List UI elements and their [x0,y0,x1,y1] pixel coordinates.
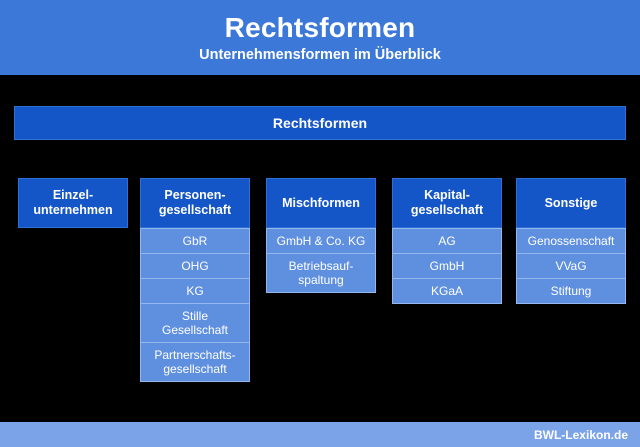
diagram-column-sonstige: Sonstige Genossenschaft VVaG Stiftung [516,178,626,304]
diagram-column-personengesellschaft: Personen- gesellschaft GbR OHG KG Stille… [140,178,250,382]
diagram-root-node: Rechtsformen [14,106,626,140]
category-header-einzelunternehmen: Einzel- unternehmen [18,178,128,228]
diagram-column-einzelunternehmen: Einzel- unternehmen [18,178,128,228]
category-header-label: Kapital- gesellschaft [411,188,483,218]
category-header-personengesellschaft: Personen- gesellschaft [140,178,250,228]
diagram-column-kapitalgesellschaft: Kapital- gesellschaft AG GmbH KGaA [392,178,502,304]
category-header-line-1: Einzel- [52,188,94,202]
list-item[interactable]: OHG [140,254,250,279]
list-item[interactable]: Stiftung [516,279,626,304]
page-header-band: Rechtsformen Unternehmensformen im Überb… [0,0,640,75]
category-header-line-1: Personen- [164,188,226,202]
footer-band: BWL-Lexikon.de [0,422,640,447]
page-subtitle: Unternehmensformen im Überblick [199,46,441,63]
category-header-kapitalgesellschaft: Kapital- gesellschaft [392,178,502,228]
diagram-canvas: Rechtsformen Einzel- unternehmen Persone… [0,75,640,422]
list-item[interactable]: KG [140,279,250,304]
watermark-label: BWL-Lexikon.de [533,427,628,442]
page-title: Rechtsformen [224,11,416,43]
list-item[interactable]: GmbH & Co. KG [266,228,376,254]
category-header-line-1: Kapital- [424,188,470,202]
diagram-column-mischformen: Mischformen GmbH & Co. KG Betriebsauf-sp… [266,178,376,293]
list-item[interactable]: Betriebsauf-spaltung [266,254,376,293]
category-header-label: Einzel- unternehmen [33,188,112,218]
list-item[interactable]: KGaA [392,279,502,304]
list-item[interactable]: Genossenschaft [516,228,626,254]
category-header-line-2: unternehmen [33,203,113,217]
list-item[interactable]: VVaG [516,254,626,279]
child-list-mischformen: GmbH & Co. KG Betriebsauf-spaltung [266,228,376,293]
category-header-label: Mischformen [282,195,360,210]
diagram-root-label: Rechtsformen [272,115,368,131]
child-list-kapitalgesellschaft: AG GmbH KGaA [392,228,502,304]
category-header-sonstige: Sonstige [516,178,626,228]
category-header-line-2: gesellschaft [410,203,484,217]
category-header-mischformen: Mischformen [266,178,376,228]
list-item[interactable]: GmbH [392,254,502,279]
list-item[interactable]: AG [392,228,502,254]
category-header-line-2: gesellschaft [158,203,232,217]
list-item[interactable]: GbR [140,228,250,254]
category-header-label: Personen- gesellschaft [159,188,231,218]
category-header-label: Sonstige [544,195,598,210]
list-item[interactable]: Partnerschafts-gesellschaft [140,343,250,382]
child-list-sonstige: Genossenschaft VVaG Stiftung [516,228,626,304]
